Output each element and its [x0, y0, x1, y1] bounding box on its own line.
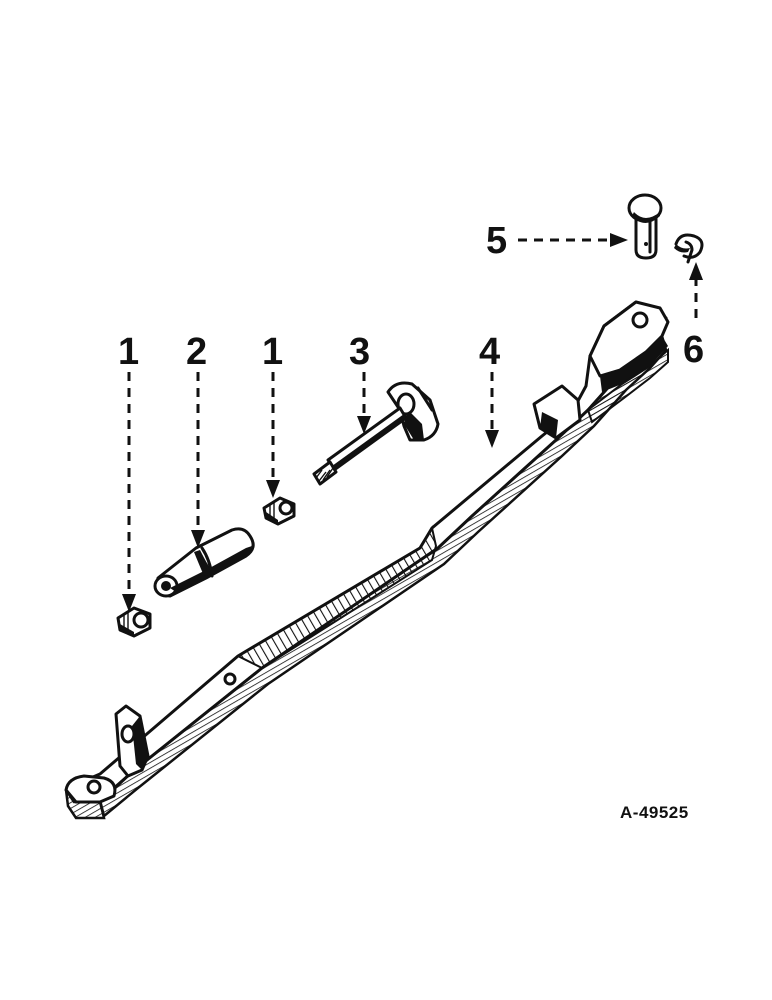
turnbuckle-sleeve-icon [153, 527, 255, 598]
link-bar-icon [64, 300, 670, 820]
arrowhead-4 [485, 430, 499, 448]
callout-label-5: 5 [486, 220, 507, 262]
callout-label-1-right: 1 [262, 331, 283, 373]
clevis-pin-icon [627, 193, 663, 260]
arrowhead-1-left [122, 594, 136, 612]
fitting-icon [262, 496, 296, 526]
callout-label-2: 2 [186, 331, 207, 373]
leader-lines [122, 233, 703, 612]
callout-label-4: 4 [479, 331, 500, 373]
callout-label-1-left: 1 [118, 331, 139, 373]
fitting-icon [116, 606, 152, 638]
drawing-number: A-49525 [620, 803, 689, 822]
cotter-pin-icon [674, 233, 704, 264]
callout-label-3: 3 [349, 331, 370, 373]
callout-label-6: 6 [683, 329, 704, 371]
arrowhead-3 [357, 416, 371, 434]
threaded-bolt-with-clevis-icon [312, 381, 440, 486]
arrowhead-6 [689, 262, 703, 280]
arrowhead-2 [191, 530, 205, 548]
arrowhead-1-right [266, 480, 280, 498]
arrowhead-5 [610, 233, 628, 247]
